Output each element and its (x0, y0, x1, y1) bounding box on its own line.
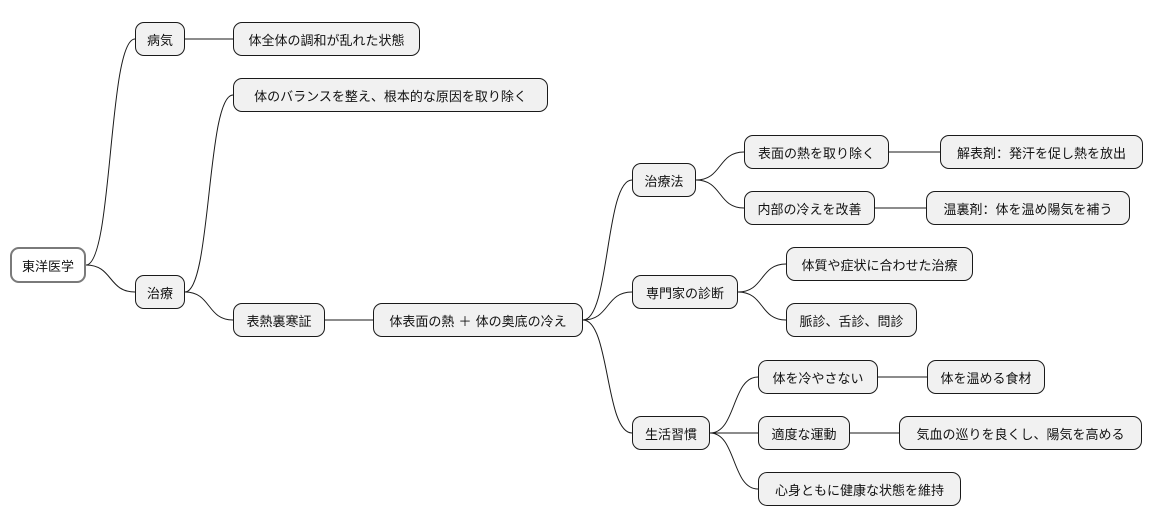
connector-chiryo-chiryo_desc (184, 94, 234, 293)
node-warming-foods: 体を温める食材 (927, 360, 1045, 394)
node-improve-interior-cold: 内部の冷えを改善 (744, 191, 875, 225)
node-tailored-treatment: 体質や症状に合わせた治療 (786, 247, 973, 281)
connector-seikatsu-seikatsu_3 (709, 432, 759, 490)
connector-seikatsu-seikatsu_1 (709, 376, 759, 434)
node-exterior-releasing-formula: 解表剤：発汗を促し熱を放出 (940, 135, 1143, 169)
connector-center-senmon (582, 291, 633, 321)
connector-root-chiryo (85, 264, 136, 293)
node-pulse-tongue-inquiry: 脈診、舌診、問診 (786, 303, 917, 337)
node-treatment: 治療 (135, 275, 185, 309)
node-surface-heat-plus-deep-cold: 体表面の熱 ＋ 体の奥底の冷え (373, 303, 583, 337)
connector-senmon-senmon_2 (737, 291, 787, 321)
node-expert-diagnosis: 専門家の診断 (632, 275, 738, 309)
node-lifestyle: 生活習慣 (632, 416, 710, 450)
node-treatment-methods: 治療法 (632, 163, 696, 197)
node-improve-qi-blood-circulation: 気血の巡りを良くし、陽気を高める (899, 416, 1142, 450)
node-maintain-mind-body-health: 心身ともに健康な状態を維持 (758, 472, 961, 506)
node-treatment-description: 体のバランスを整え、根本的な原因を取り除く (233, 78, 548, 112)
node-keep-body-warm: 体を冷やさない (758, 360, 878, 394)
node-remove-surface-heat: 表面の熱を取り除く (744, 135, 889, 169)
node-moderate-exercise: 適度な運動 (758, 416, 850, 450)
connector-ryoho-ryoho_2 (695, 179, 745, 209)
root-node-oriental-medicine: 東洋医学 (10, 247, 86, 283)
node-illness-description: 体全体の調和が乱れた状態 (233, 22, 420, 56)
node-illness: 病気 (135, 22, 185, 56)
node-surface-heat-interior-cold: 表熱裏寒証 (233, 303, 325, 337)
connector-center-ryoho (582, 179, 633, 321)
connector-ryoho-ryoho_1 (695, 151, 745, 181)
connector-center-seikatsu (582, 319, 633, 434)
connector-senmon-senmon_1 (737, 263, 787, 293)
node-interior-warming-formula: 温裏剤：体を温め陽気を補う (926, 191, 1130, 225)
connector-root-byoki (85, 38, 136, 266)
connector-chiryo-hyonetsu (184, 291, 234, 321)
